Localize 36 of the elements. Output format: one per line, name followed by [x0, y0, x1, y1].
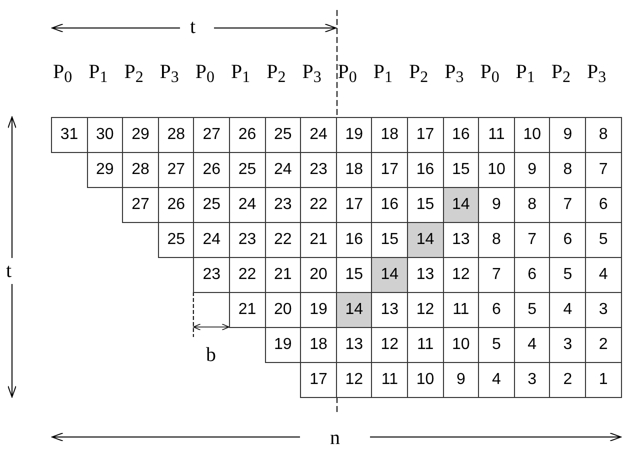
table-cell: 1 — [585, 362, 622, 398]
table-cell: 23 — [193, 257, 230, 293]
processor-label: P$_{1}$ — [231, 62, 250, 82]
processor-label: P$_{1}$ — [373, 62, 393, 82]
processor-label: P$_{1}$ — [516, 62, 535, 82]
dimension-label: b — [206, 345, 216, 365]
processor-label: P$_{2}$ — [551, 62, 571, 82]
processor-label: P$_{3}$ — [587, 62, 606, 82]
table-cell: 27 — [122, 187, 159, 223]
table-cell: 14 — [442, 187, 480, 223]
processor-label: P$_{2}$ — [124, 62, 144, 82]
processor-label: P$_{3}$ — [160, 62, 179, 82]
table-cell: 19 — [264, 327, 302, 363]
dimension-label: t — [6, 261, 12, 281]
processor-label: P$_{3}$ — [302, 62, 322, 82]
table-cell: 19 — [336, 117, 372, 153]
processor-label: P$_{3}$ — [444, 62, 464, 82]
table-cell: 8 — [585, 117, 622, 153]
processor-label: P$_{0}$ — [480, 62, 500, 82]
table-cell: 14 — [407, 222, 444, 258]
processor-label: P$_{0}$ — [195, 62, 215, 82]
processor-label: P$_{2}$ — [266, 62, 286, 82]
table-cell: 31 — [51, 117, 88, 153]
table-cell: 29 — [86, 152, 124, 188]
table-cell: 14 — [336, 292, 372, 328]
table-cell: 14 — [371, 257, 408, 293]
table-cell: 17 — [300, 362, 337, 398]
dimension-label: t — [190, 17, 196, 37]
processor-label: P$_{2}$ — [409, 62, 428, 82]
table-cell: 12 — [336, 362, 372, 398]
processor-label: P$_{1}$ — [88, 62, 108, 82]
table-cell: 25 — [158, 222, 194, 258]
dimension-label: n — [330, 428, 340, 448]
table-cell: 21 — [229, 292, 266, 328]
processor-label: P$_{0}$ — [53, 62, 72, 82]
processor-label: P$_{0}$ — [338, 62, 357, 82]
